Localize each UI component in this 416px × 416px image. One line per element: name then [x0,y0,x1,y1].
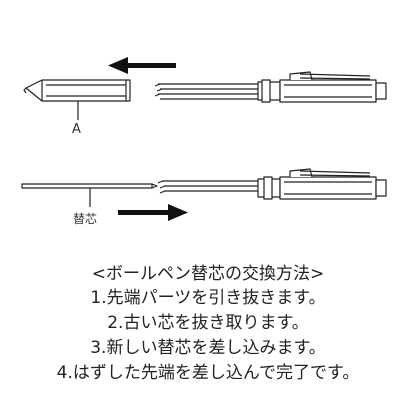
pen-body-bottom [157,168,387,200]
arrow-right-icon [118,204,188,221]
refill-label: 替芯 [73,212,98,226]
instruction-step-4: 4.はずした先端を差し込んで完了です。 [56,363,360,383]
instruction-step-3: 3.新しい替芯を差し込みます。 [90,338,326,358]
part-a-label: A [72,122,81,137]
instruction-step-2: 2.古い芯を抜き取ります。 [107,313,309,333]
instruction-step-1: 1.先端パーツを引き抜きます。 [90,288,326,308]
instructions: <ボールペン替芯の交換方法> 1.先端パーツを引き抜きます。 2.古い芯を抜き取… [0,262,416,386]
arrow-left-icon [108,57,176,74]
instructions-title: <ボールペン替芯の交換方法> [91,264,325,284]
pen-body-top [154,71,387,103]
tip-part-a [23,79,131,102]
loose-refill [21,183,158,189]
